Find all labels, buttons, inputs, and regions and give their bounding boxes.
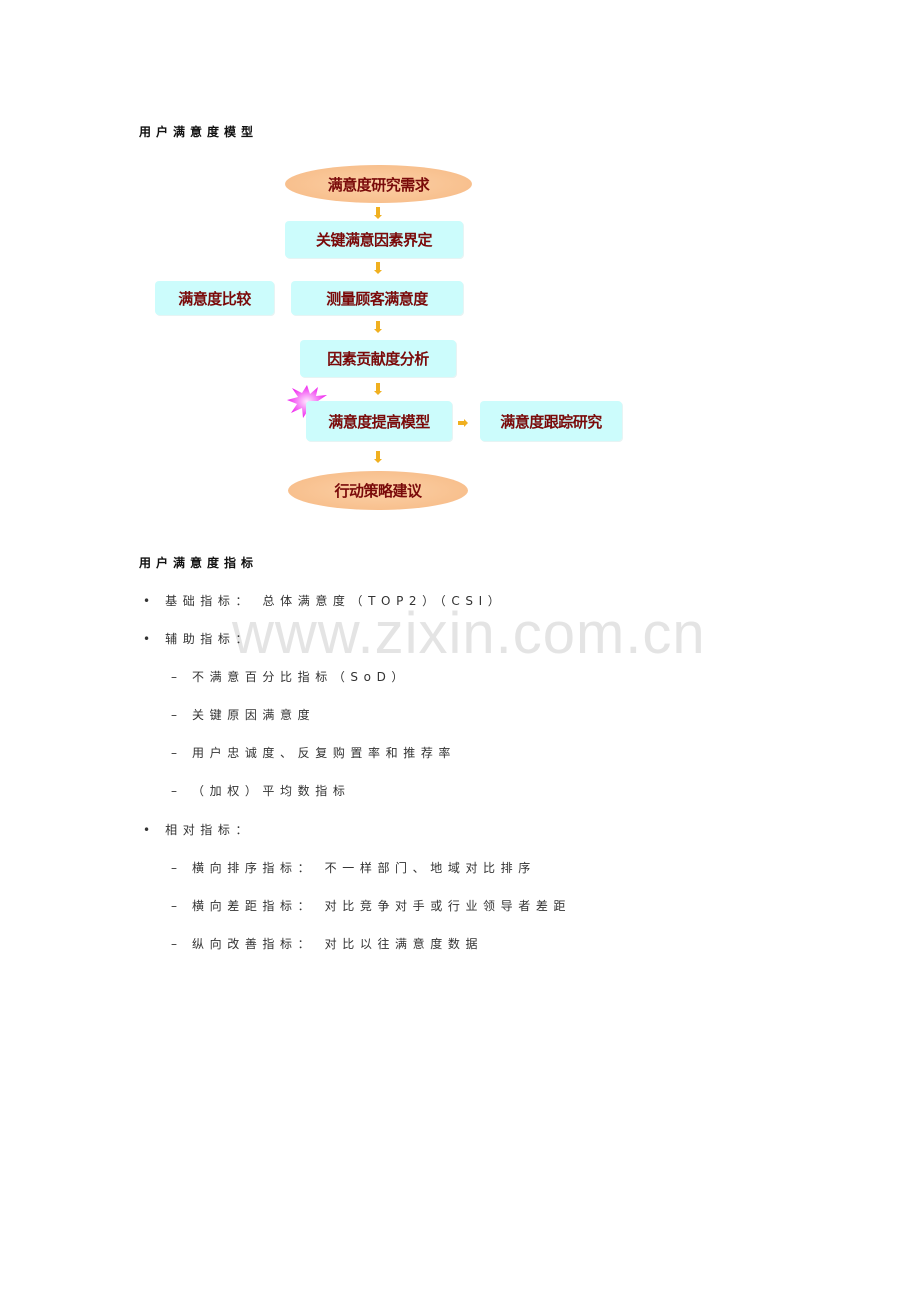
arrow-right-icon: [458, 419, 468, 427]
section-title-model: 用户满意度模型: [139, 125, 259, 139]
arrow-down-icon: [374, 262, 382, 274]
sub-item-text: （加权）平均数指标: [192, 784, 351, 798]
arrow-down-icon: [374, 321, 382, 333]
sub-list-item: – 关键原因满意度: [171, 706, 315, 723]
sub-list-item: – 横向排序指标： 不一样部门、地域对比排序: [171, 859, 536, 876]
sub-list-item: – 不满意百分比指标（SoD）: [171, 668, 409, 685]
sub-list-item: – 纵向改善指标： 对比以往满意度数据: [171, 935, 483, 952]
node-measure: 测量顾客满意度: [291, 281, 463, 315]
dash: –: [171, 708, 183, 722]
node-research-need: 满意度研究需求: [285, 165, 472, 203]
bullet: •: [143, 594, 156, 608]
watermark: www.zixin.com.cn: [232, 601, 706, 666]
arrow-down-icon: [374, 383, 382, 395]
sub-item-text: 纵向改善指标： 对比以往满意度数据: [192, 937, 484, 951]
arrow-down-icon: [374, 451, 382, 463]
list-item-text: 相对指标：: [165, 823, 254, 837]
arrow-down-icon: [374, 207, 382, 219]
bullet: •: [143, 823, 156, 837]
dash: –: [171, 670, 183, 684]
sub-list-item: – 用户忠诚度、反复购置率和推荐率: [171, 744, 456, 761]
dash: –: [171, 746, 183, 760]
list-item-text: 辅助指标：: [165, 632, 254, 646]
sub-list-item: – （加权）平均数指标: [171, 782, 350, 799]
dash: –: [171, 937, 183, 951]
node-key-factors: 关键满意因素界定: [285, 221, 463, 258]
sub-list-item: – 横向差距指标： 对比竞争对手或行业领导者差距: [171, 897, 571, 914]
dash: –: [171, 899, 183, 913]
node-contribution: 因素贡献度分析: [300, 340, 456, 377]
node-improve-model: 满意度提高模型: [306, 401, 452, 441]
list-item: • 辅助指标：: [143, 630, 253, 647]
sub-item-text: 关键原因满意度: [192, 708, 316, 722]
section-title-indicators: 用户满意度指标: [139, 556, 259, 570]
node-action: 行动策略建议: [288, 471, 468, 510]
sub-item-text: 用户忠诚度、反复购置率和推荐率: [192, 746, 457, 760]
bullet: •: [143, 632, 156, 646]
list-item: • 基础指标： 总体满意度（TOP2）（CSI）: [143, 592, 505, 609]
sub-item-text: 横向排序指标： 不一样部门、地域对比排序: [192, 861, 536, 875]
list-item: • 相对指标：: [143, 821, 253, 838]
dash: –: [171, 861, 183, 875]
node-compare: 满意度比较: [155, 281, 274, 315]
dash: –: [171, 784, 183, 798]
list-item-text: 基础指标： 总体满意度（TOP2）（CSI）: [165, 594, 506, 608]
sub-item-text: 横向差距指标： 对比竞争对手或行业领导者差距: [192, 899, 572, 913]
node-tracking: 满意度跟踪研究: [480, 401, 622, 441]
sub-item-text: 不满意百分比指标（SoD）: [192, 670, 410, 684]
